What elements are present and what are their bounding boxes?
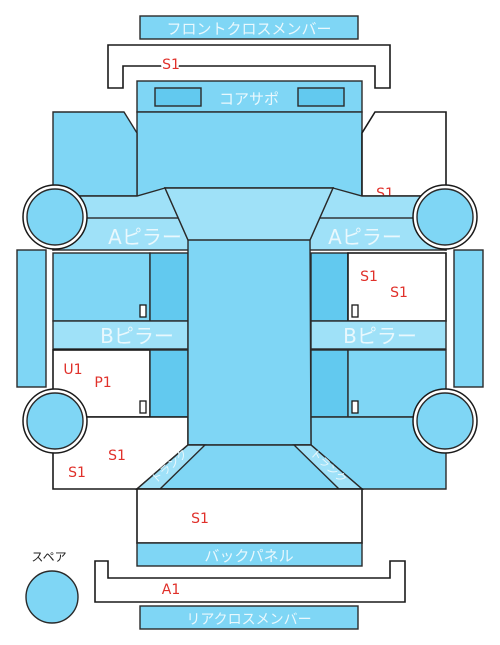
- rear-door-right-handle: [351, 400, 359, 414]
- headlight-left: [154, 87, 202, 107]
- front-cross-member-label: フロントクロスメンバー: [166, 20, 331, 38]
- b-pillar-left-label: Bピラー: [100, 324, 174, 348]
- rear-cross-member-code: A1: [162, 582, 180, 598]
- back-panel: [136, 542, 363, 567]
- rear-door-left-handle: [139, 400, 147, 414]
- trunk-floor-code: S1: [191, 511, 209, 527]
- rear-member-bracket: [94, 560, 406, 603]
- rear-cross-member-label: リアクロスメンバー: [186, 612, 311, 628]
- b-pillar-right-label: Bピラー: [343, 324, 417, 348]
- front-member-bracket: [107, 44, 391, 89]
- a-pillar-left-label: Aピラー: [108, 225, 182, 249]
- wheel-front-left: [26, 188, 84, 246]
- side-sill-left: [16, 249, 47, 388]
- spare-tire-label: スペア: [31, 550, 66, 564]
- front-cross-member: [139, 15, 359, 40]
- b-pillar-left: [52, 320, 189, 350]
- rear-door-right-inner: [310, 349, 349, 418]
- rear-code-backdrop: [161, 580, 179, 598]
- back-panel-label: バックパネル: [204, 547, 293, 565]
- quarter-panel-left-code-2: S1: [68, 465, 86, 481]
- front-door-left-inner: [149, 252, 189, 322]
- headlight-right: [297, 87, 345, 107]
- front-cross-member-code: S1: [162, 57, 180, 73]
- rear-door-left-code-p: P1: [94, 375, 111, 391]
- side-sill-right: [453, 249, 484, 388]
- front-door-right-code-1: S1: [360, 269, 378, 285]
- front-door-right-code-2: S1: [390, 285, 408, 301]
- b-pillar-right: [310, 320, 447, 350]
- quarter-panel-left-code-1: S1: [108, 448, 126, 464]
- a-pillar-right-label: Aピラー: [328, 225, 402, 249]
- front-door-left-handle: [139, 304, 147, 318]
- wheel-front-right: [416, 188, 474, 246]
- trunk-floor: [136, 488, 363, 544]
- front-fender-right: [361, 111, 447, 197]
- windshield: [163, 187, 335, 241]
- rear-door-left-code-u: U1: [63, 362, 82, 378]
- front-fender-left: [52, 111, 138, 197]
- wheel-rear-right: [416, 392, 474, 450]
- front-door-right-handle: [351, 304, 359, 318]
- wheel-rear-left: [26, 392, 84, 450]
- hood: [136, 111, 363, 197]
- spare-tire: [25, 570, 79, 624]
- front-door-right-inner: [310, 252, 349, 322]
- core-support-label: コアサポ: [219, 90, 279, 108]
- front-door-left: [52, 252, 151, 322]
- rear-cross-member: [139, 605, 359, 630]
- front-code-backdrop: [161, 55, 179, 73]
- rear-door-left-inner: [149, 349, 189, 418]
